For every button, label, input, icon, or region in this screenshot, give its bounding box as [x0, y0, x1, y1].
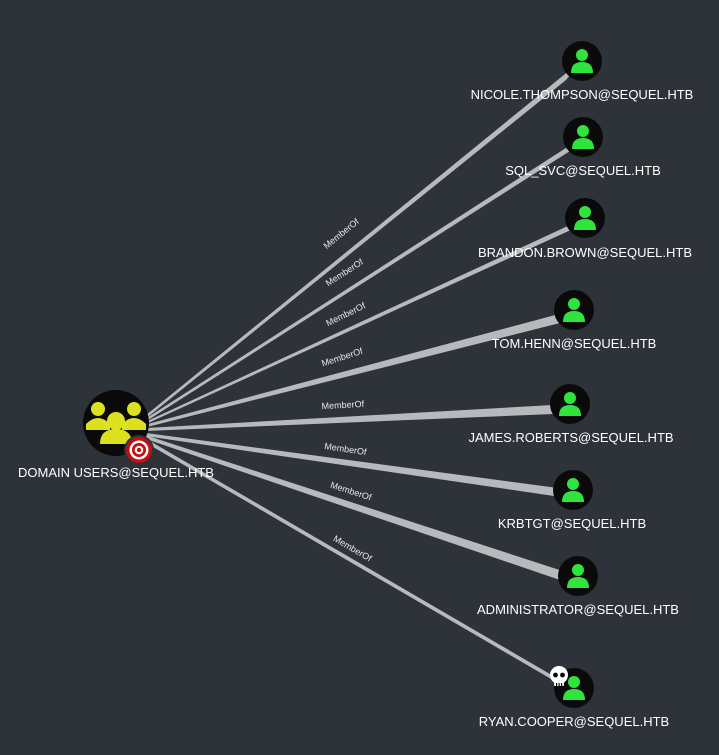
group-icon — [86, 402, 146, 444]
user-node-administrator[interactable]: ADMINISTRATOR@SEQUEL.HTB — [477, 556, 679, 617]
node-label: NICOLE.THOMPSON@SEQUEL.HTB — [471, 87, 694, 102]
user-node-krbtgt[interactable]: KRBTGT@SEQUEL.HTB — [498, 470, 646, 531]
edges-layer: MemberOf MemberOf MemberOf MemberOf Memb… — [140, 61, 585, 688]
user-icon — [574, 206, 596, 230]
user-icon — [567, 564, 589, 588]
edge-member-of[interactable]: MemberOf — [140, 61, 581, 420]
node-label: SQL_SVC@SEQUEL.HTB — [505, 163, 661, 178]
user-node-sql-svc[interactable]: SQL_SVC@SEQUEL.HTB — [505, 117, 661, 178]
node-label: KRBTGT@SEQUEL.HTB — [498, 516, 646, 531]
node-label: JAMES.ROBERTS@SEQUEL.HTB — [468, 430, 673, 445]
edge-label: MemberOf — [320, 346, 364, 369]
user-icon — [571, 49, 593, 73]
user-icon — [572, 125, 594, 149]
user-node-nicole-thompson[interactable]: NICOLE.THOMPSON@SEQUEL.HTB — [471, 41, 694, 102]
user-icon — [559, 392, 581, 416]
group-node-domain-users[interactable]: DOMAIN USERS@SEQUEL.HTB — [18, 390, 214, 480]
user-node-ryan-cooper[interactable]: RYAN.COOPER@SEQUEL.HTB — [479, 666, 669, 729]
node-label: TOM.HENN@SEQUEL.HTB — [492, 336, 657, 351]
user-node-brandon-brown[interactable]: BRANDON.BROWN@SEQUEL.HTB — [478, 198, 692, 260]
node-label: RYAN.COOPER@SEQUEL.HTB — [479, 714, 669, 729]
user-icon — [562, 478, 584, 502]
user-icon — [563, 676, 585, 700]
target-icon — [124, 435, 154, 465]
node-label: BRANDON.BROWN@SEQUEL.HTB — [478, 245, 692, 260]
user-node-tom-henn[interactable]: TOM.HENN@SEQUEL.HTB — [492, 290, 657, 351]
user-icon — [563, 298, 585, 322]
node-label: ADMINISTRATOR@SEQUEL.HTB — [477, 602, 679, 617]
node-label: DOMAIN USERS@SEQUEL.HTB — [18, 465, 214, 480]
user-node-james-roberts[interactable]: JAMES.ROBERTS@SEQUEL.HTB — [468, 384, 674, 445]
edge-member-of[interactable]: MemberOf — [142, 137, 583, 422]
edge-member-of[interactable]: MemberOf — [146, 399, 570, 431]
edge-label: MemberOf — [324, 441, 368, 457]
skull-icon — [550, 666, 568, 686]
edge-label: MemberOf — [321, 399, 364, 411]
